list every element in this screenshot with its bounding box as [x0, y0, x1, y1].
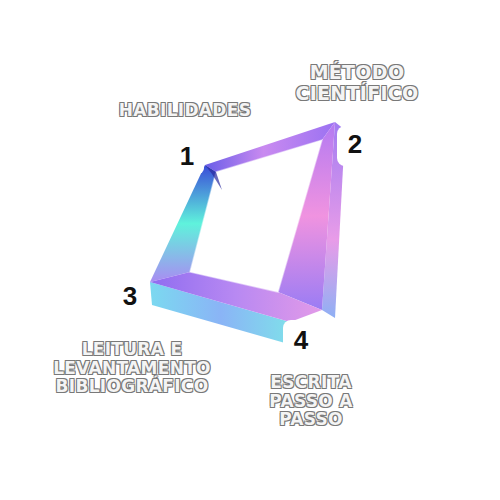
step-label: HABILIDADES — [119, 101, 251, 120]
callout-number: 3 — [123, 282, 137, 311]
callout-number: 1 — [180, 142, 194, 171]
step-label: LEITURA E LEVANTAMENTO BIBLIOGRÁFICO — [45, 340, 220, 396]
step-label: ESCRITA PASSO A PASSO — [256, 373, 366, 429]
step-label: MÉTODO CIENTÍFICO — [292, 62, 422, 104]
callout-number: 4 — [294, 326, 308, 355]
callout-number: 2 — [348, 130, 362, 159]
